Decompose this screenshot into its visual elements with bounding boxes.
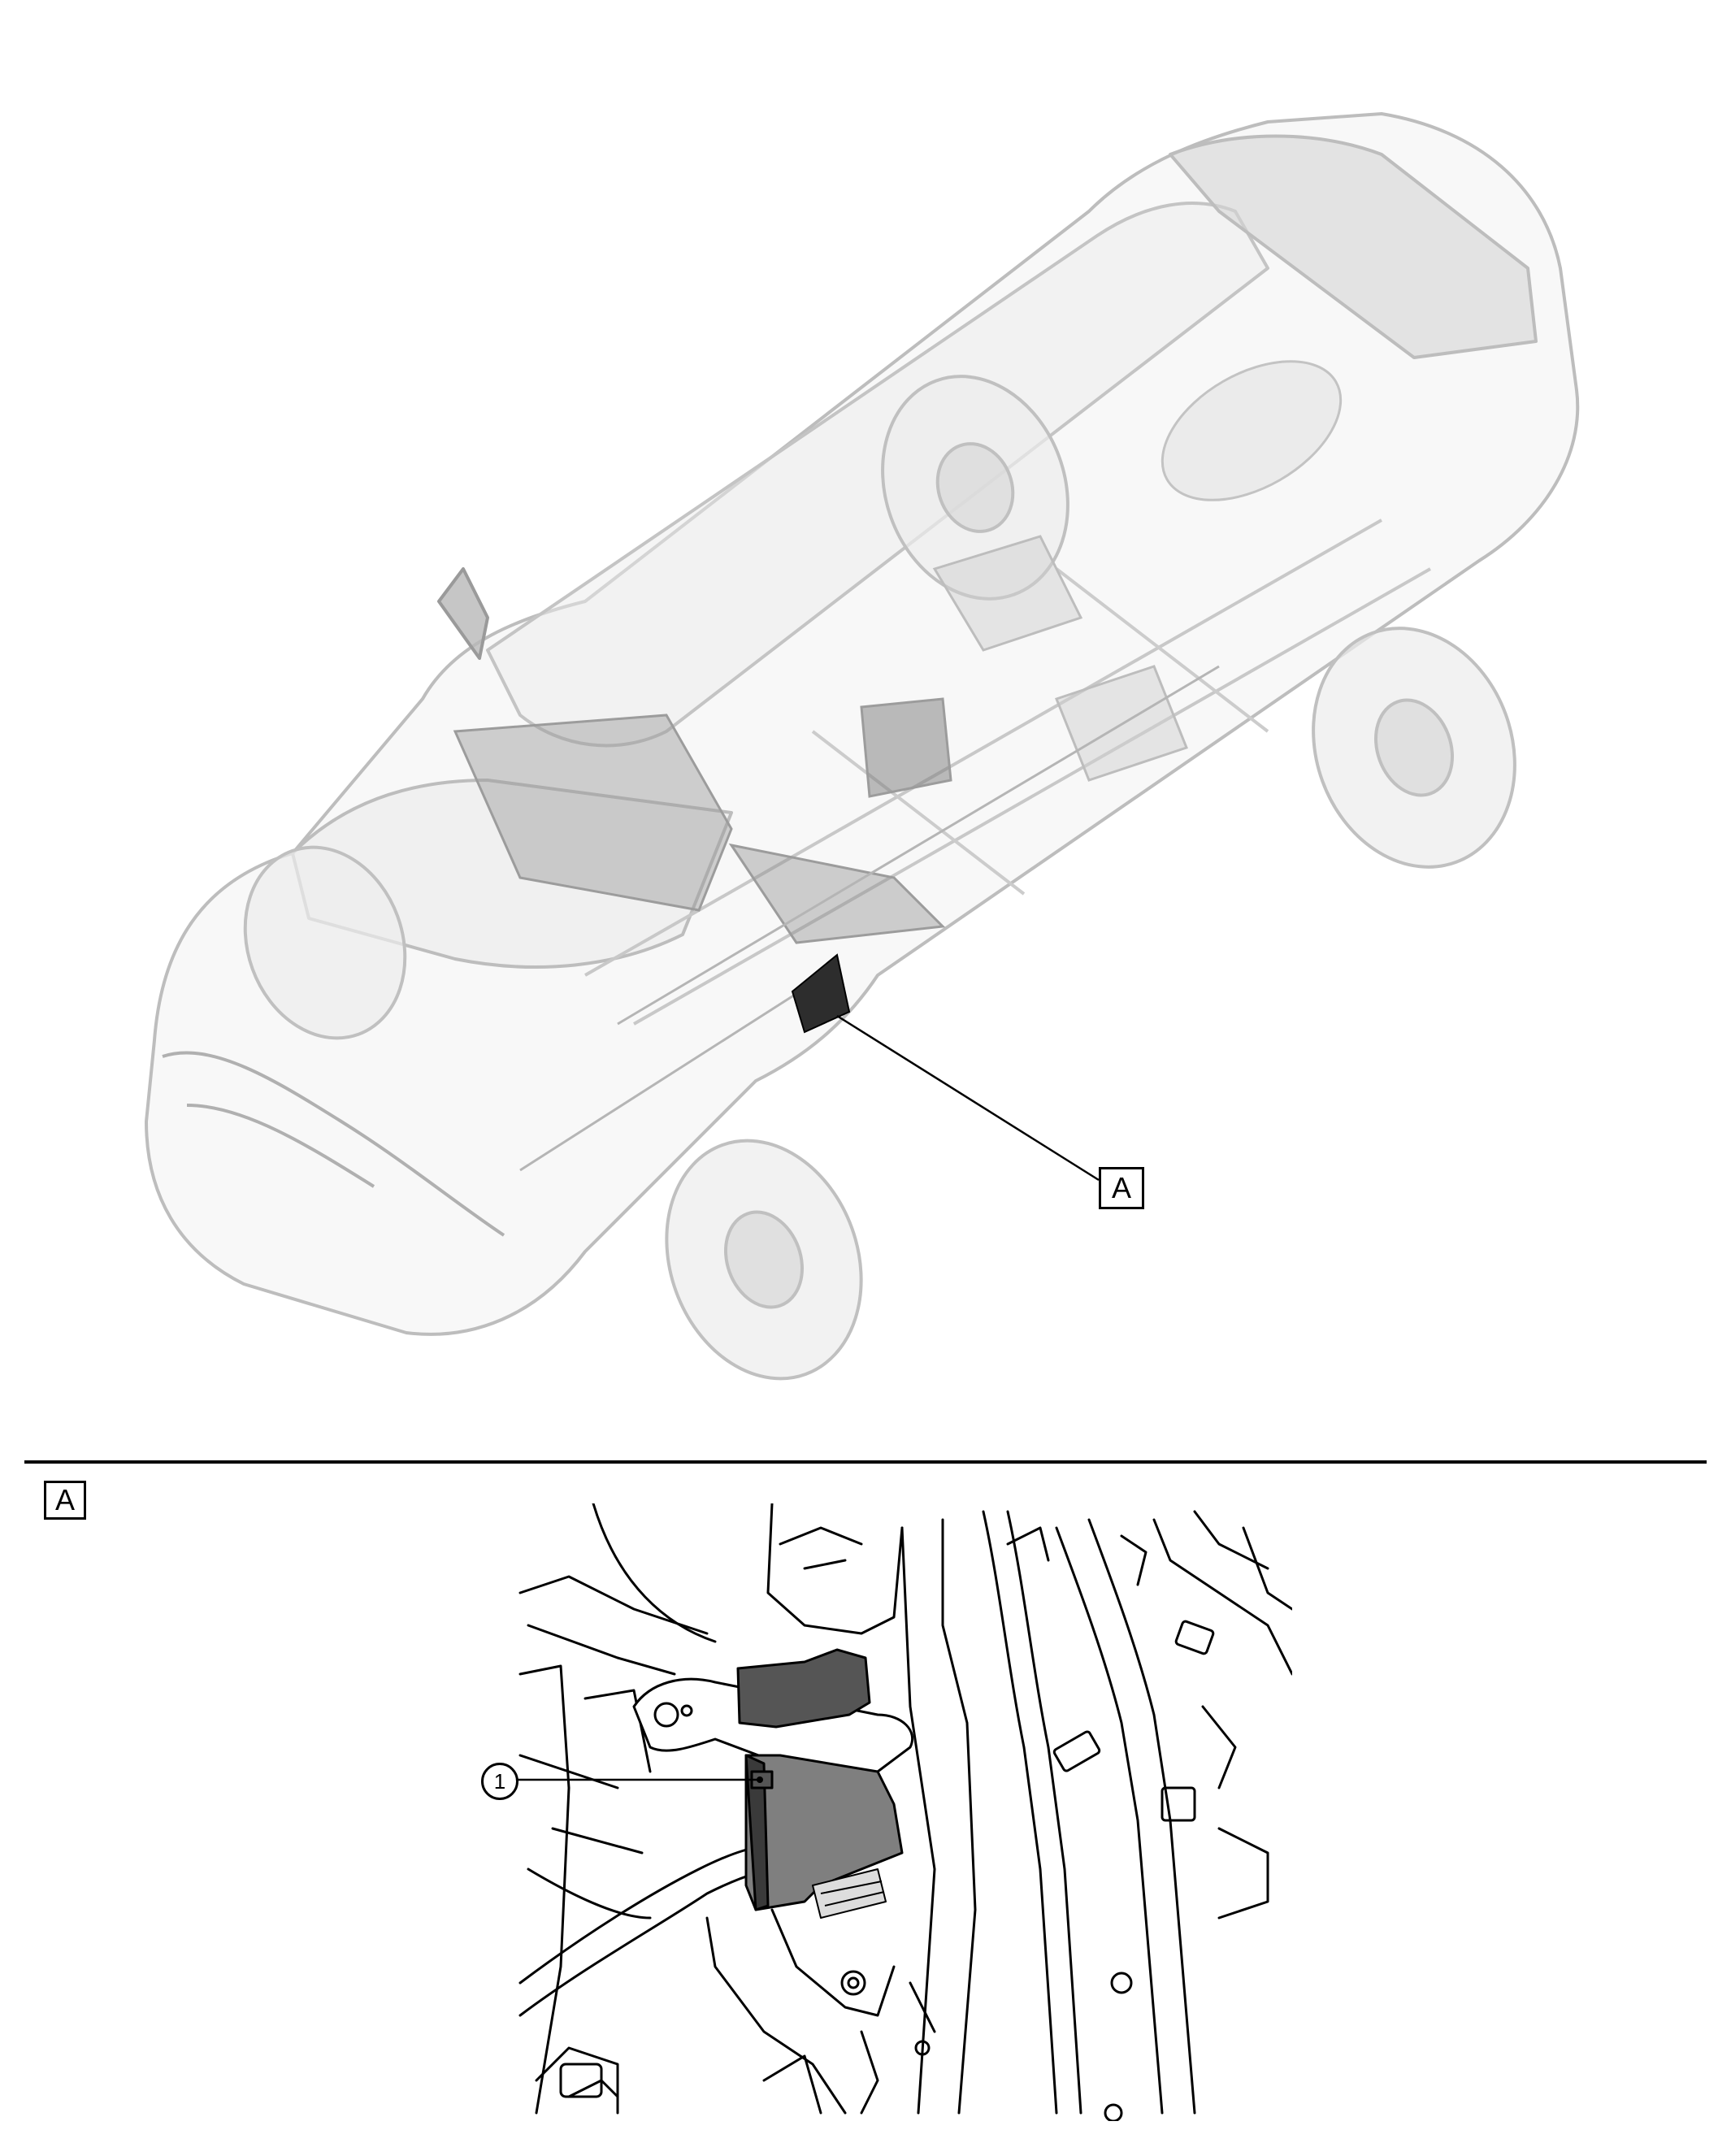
car-interior <box>453 360 1343 1172</box>
control-module-location <box>791 953 851 1034</box>
car-wheels <box>243 375 1516 1381</box>
detail-callout-a: A <box>44 1481 86 1520</box>
control-module <box>736 1648 904 1919</box>
part-1-leader-dot <box>757 1776 763 1783</box>
section-divider <box>24 1460 1707 1464</box>
vehicle-overview-illustration <box>145 112 1580 1381</box>
overview-leader-line <box>836 1014 1100 1182</box>
part-1-label: 1 <box>481 1763 518 1800</box>
overview-callout-a: A <box>1099 1167 1144 1209</box>
